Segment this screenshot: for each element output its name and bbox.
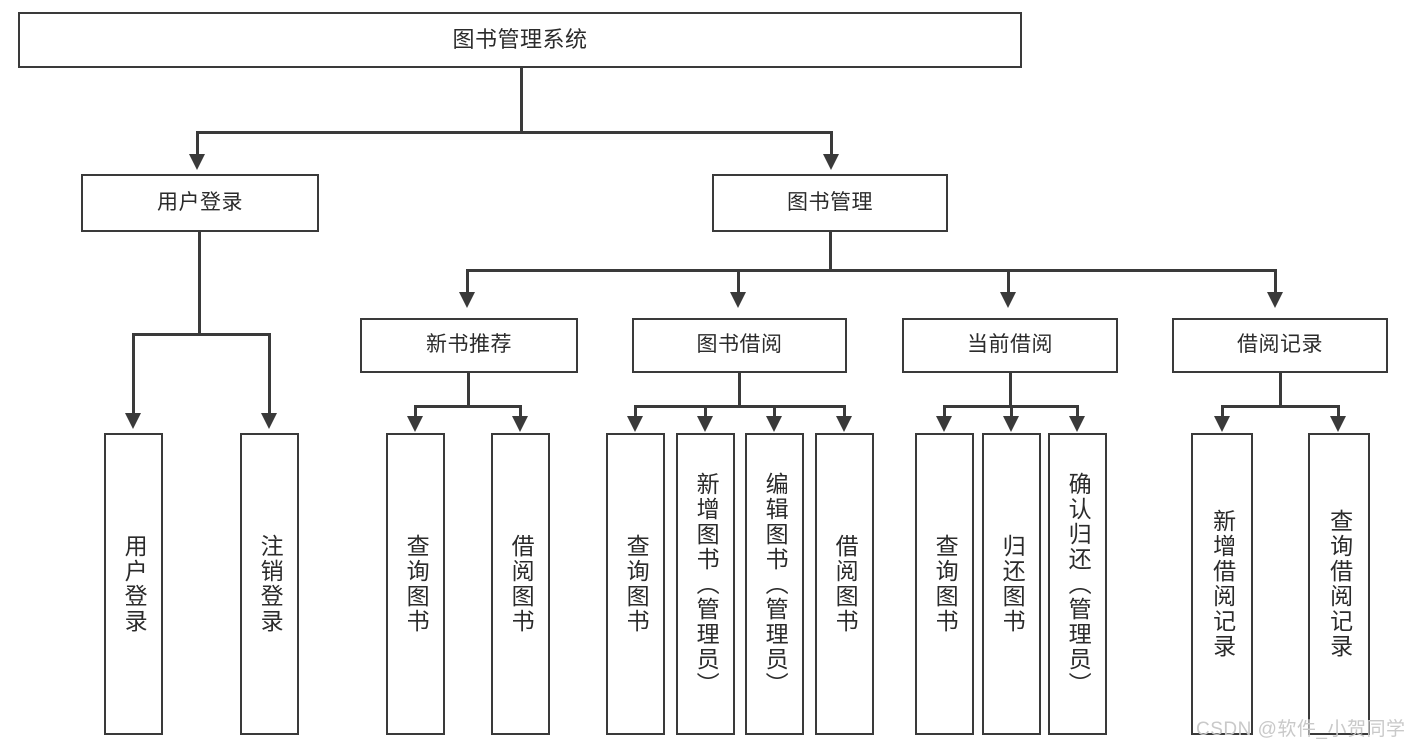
arrowhead-new-book-child-1	[512, 416, 528, 432]
node-root-system[interactable]: 图书管理系统	[18, 12, 1022, 68]
arrowhead-current-borrow-child-1	[1003, 416, 1019, 432]
arrowhead-book-borrow-child-3	[836, 416, 852, 432]
leaf-borrow-record-0[interactable]: 新增借阅记录	[1191, 433, 1253, 735]
leaf-current-borrow-2[interactable]: 确认归还（管理员）	[1048, 433, 1107, 735]
leaf-user-login-1[interactable]: 注销登录	[240, 433, 299, 735]
arrowhead-user-login-child-1	[261, 413, 277, 429]
leaf-user-login-0[interactable]: 用户登录	[104, 433, 163, 735]
connector-user-login-child-1	[268, 333, 271, 415]
connector-current-borrow-stem	[1009, 373, 1012, 408]
connector-book-borrow-bar	[634, 405, 846, 408]
arrowhead-borrow-record-child-0	[1214, 416, 1230, 432]
leaf-book-borrow-0[interactable]: 查询图书	[606, 433, 665, 735]
arrowhead-book-borrow-child-0	[627, 416, 643, 432]
connector-book-mgmt-child-2	[1007, 269, 1010, 294]
leaf-new-book-0[interactable]: 查询图书	[386, 433, 445, 735]
connector-root-bar	[196, 131, 833, 134]
arrowhead-book-mgmt-child-2	[1000, 292, 1016, 308]
node-book-management[interactable]: 图书管理	[712, 174, 948, 232]
arrowhead-book-borrow-child-2	[766, 416, 782, 432]
connector-borrow-record-stem	[1279, 373, 1282, 408]
connector-book-borrow-stem	[738, 373, 741, 408]
arrowhead-borrow-record-child-1	[1330, 416, 1346, 432]
connector-root-to-book-mgmt	[830, 131, 833, 156]
arrowhead-book-mgmt-child-0	[459, 292, 475, 308]
connector-new-book-bar	[414, 405, 522, 408]
watermark-text: CSDN @软件_小贺同学	[1196, 719, 1405, 740]
node-user-login[interactable]: 用户登录	[81, 174, 319, 232]
arrowhead-root-to-book-mgmt	[823, 154, 839, 170]
arrowhead-book-mgmt-child-1	[730, 292, 746, 308]
node-new-book-recommend[interactable]: 新书推荐	[360, 318, 578, 373]
connector-user-login-bar	[132, 333, 271, 336]
connector-book-mgmt-child-1	[737, 269, 740, 294]
connector-user-login-stem	[198, 232, 201, 336]
arrowhead-current-borrow-child-0	[936, 416, 952, 432]
leaf-current-borrow-1[interactable]: 归还图书	[982, 433, 1041, 735]
arrowhead-root-to-user-login	[189, 154, 205, 170]
connector-borrow-record-bar	[1221, 405, 1340, 408]
leaf-book-borrow-2[interactable]: 编辑图书（管理员）	[745, 433, 804, 735]
connector-book-mgmt-child-3	[1274, 269, 1277, 294]
connector-new-book-stem	[467, 373, 470, 408]
leaf-borrow-record-1[interactable]: 查询借阅记录	[1308, 433, 1370, 735]
arrowhead-current-borrow-child-2	[1069, 416, 1085, 432]
node-borrow-record[interactable]: 借阅记录	[1172, 318, 1388, 373]
leaf-book-borrow-1[interactable]: 新增图书（管理员）	[676, 433, 735, 735]
connector-book-mgmt-stem	[829, 232, 832, 272]
arrowhead-book-borrow-child-1	[697, 416, 713, 432]
leaf-book-borrow-3[interactable]: 借阅图书	[815, 433, 874, 735]
arrowhead-new-book-child-0	[407, 416, 423, 432]
node-current-borrow[interactable]: 当前借阅	[902, 318, 1118, 373]
arrowhead-book-mgmt-child-3	[1267, 292, 1283, 308]
leaf-new-book-1[interactable]: 借阅图书	[491, 433, 550, 735]
connector-user-login-child-0	[132, 333, 135, 415]
connector-book-mgmt-bar	[466, 269, 1277, 272]
connector-book-mgmt-child-0	[466, 269, 469, 294]
arrowhead-user-login-child-0	[125, 413, 141, 429]
node-book-borrow[interactable]: 图书借阅	[632, 318, 847, 373]
leaf-current-borrow-0[interactable]: 查询图书	[915, 433, 974, 735]
connector-root-stem	[520, 68, 523, 134]
connector-root-to-user-login	[196, 131, 199, 156]
